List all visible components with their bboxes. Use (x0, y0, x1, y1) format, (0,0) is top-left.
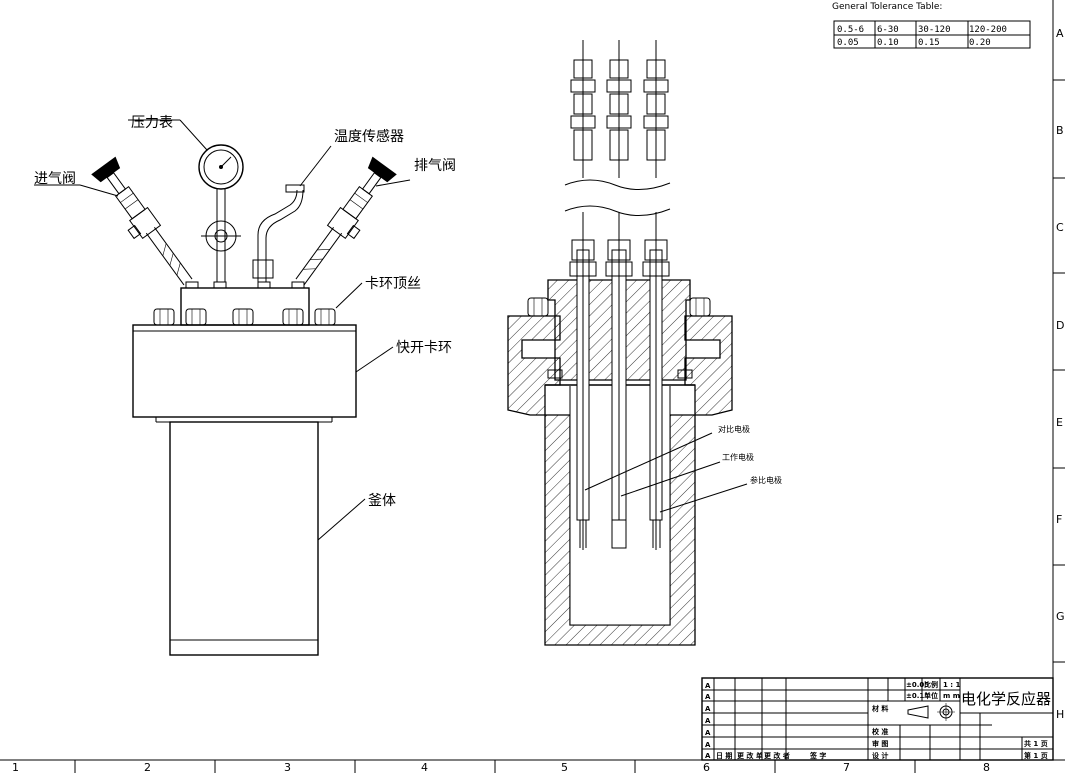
row-letter-f: F (1056, 513, 1062, 526)
sheet-total: 共 1 页 (1024, 739, 1048, 748)
row-letter-a: A (1056, 27, 1064, 40)
material-label: 材 料 (871, 704, 888, 713)
column-number-8: 8 (983, 761, 990, 773)
row-letter-c: C (1056, 221, 1064, 234)
label-working-electrode: 工作电极 (722, 452, 754, 462)
tolerance-value-3: 0.15 (918, 38, 940, 48)
exhaust-valve (295, 156, 397, 286)
vessel-body (169, 421, 319, 656)
label-quick-clamp: 快开卡环 (396, 340, 452, 356)
unit-value: m m (943, 692, 960, 700)
break-lines (564, 178, 675, 216)
tolerance-value-2: 0.10 (877, 38, 899, 48)
row-letter-d: D (1056, 319, 1064, 332)
quick-clamp-ring (132, 324, 357, 418)
column-number-1: 1 (12, 761, 19, 773)
clamp-screws (153, 308, 336, 326)
revision-header-signature: 签 字 (809, 751, 826, 760)
drawing-title: 电化学反应器 (961, 690, 1051, 708)
pressure-gauge (198, 144, 244, 282)
revision-header-change-order: 更 改 单 (737, 751, 763, 760)
tolerance-value-4: 0.20 (969, 38, 991, 48)
reactor-exterior-view: 压力表 进气阀 温度传感器 排气阀 卡环顶丝 快开卡环 釜体 (34, 115, 456, 656)
label-clamp-screw: 卡环顶丝 (365, 276, 421, 292)
tolerance-value-1: 0.05 (837, 38, 859, 48)
tolerance-table: General Tolerance Table: 0.5-6 6-30 30-1… (832, 2, 1031, 49)
reactor-section-view: 对比电极 工作电极 参比电极 (507, 40, 782, 646)
revision-symbol-5: A (705, 729, 711, 737)
revision-symbol-6: A (705, 741, 711, 749)
check-label: 校 准 (872, 727, 888, 736)
label-exhaust-valve: 排气阀 (414, 158, 456, 174)
design-label: 设 计 (872, 751, 888, 760)
revision-symbol-2: A (705, 693, 711, 701)
tolerance-range-1: 0.5-6 (837, 25, 864, 35)
revision-symbol-4: A (705, 717, 711, 725)
row-letter-g: G (1056, 610, 1065, 623)
column-number-7: 7 (843, 761, 850, 773)
tolerance-value-b: ±0.1° (906, 692, 928, 700)
row-letter-h: H (1056, 708, 1064, 721)
left-view-leader-lines (34, 119, 411, 541)
column-number-3: 3 (284, 761, 291, 773)
top-fittings (569, 59, 670, 277)
revision-symbol-7: A (705, 752, 711, 760)
row-letter-b: B (1056, 124, 1064, 137)
scale-label: 比例 (924, 680, 938, 689)
review-label: 审 图 (872, 739, 888, 748)
column-number-2: 2 (144, 761, 151, 773)
revision-symbol-1: A (705, 682, 711, 690)
label-vessel-body: 釜体 (368, 493, 396, 509)
title-block: A A A A A A A 日 期 更 改 单 更 改 者 签 字 ±0.05 … (701, 677, 1054, 761)
tolerance-value-a: ±0.05 (906, 681, 929, 689)
label-pressure-gauge: 压力表 (131, 115, 173, 131)
label-counter-electrode: 对比电极 (718, 424, 750, 434)
revision-header-changed-by: 更 改 者 (764, 751, 790, 760)
unit-label: 单位 (924, 691, 938, 700)
row-letter-e: E (1056, 416, 1063, 429)
label-reference-electrode: 参比电极 (750, 475, 782, 485)
electrode-tubes (576, 40, 663, 550)
intake-valve (91, 156, 193, 286)
tolerance-table-title: General Tolerance Table: (832, 2, 942, 12)
sheet-number: 第 1 页 (1024, 751, 1048, 760)
label-temperature-sensor: 温度传感器 (334, 128, 404, 145)
column-number-6: 6 (703, 761, 710, 773)
column-number-4: 4 (421, 761, 428, 773)
label-intake-valve: 进气阀 (34, 171, 76, 187)
column-number-5: 5 (561, 761, 568, 773)
temperature-sensor (252, 184, 305, 282)
tolerance-range-2: 6-30 (877, 25, 899, 35)
tolerance-range-4: 120-200 (969, 25, 1007, 35)
revision-symbol-3: A (705, 705, 711, 713)
scale-value: 1 : 1 (943, 681, 961, 689)
tolerance-range-3: 30-120 (918, 25, 951, 35)
revision-header-date: 日 期 (716, 751, 732, 760)
projection-symbol-icon (907, 703, 955, 721)
